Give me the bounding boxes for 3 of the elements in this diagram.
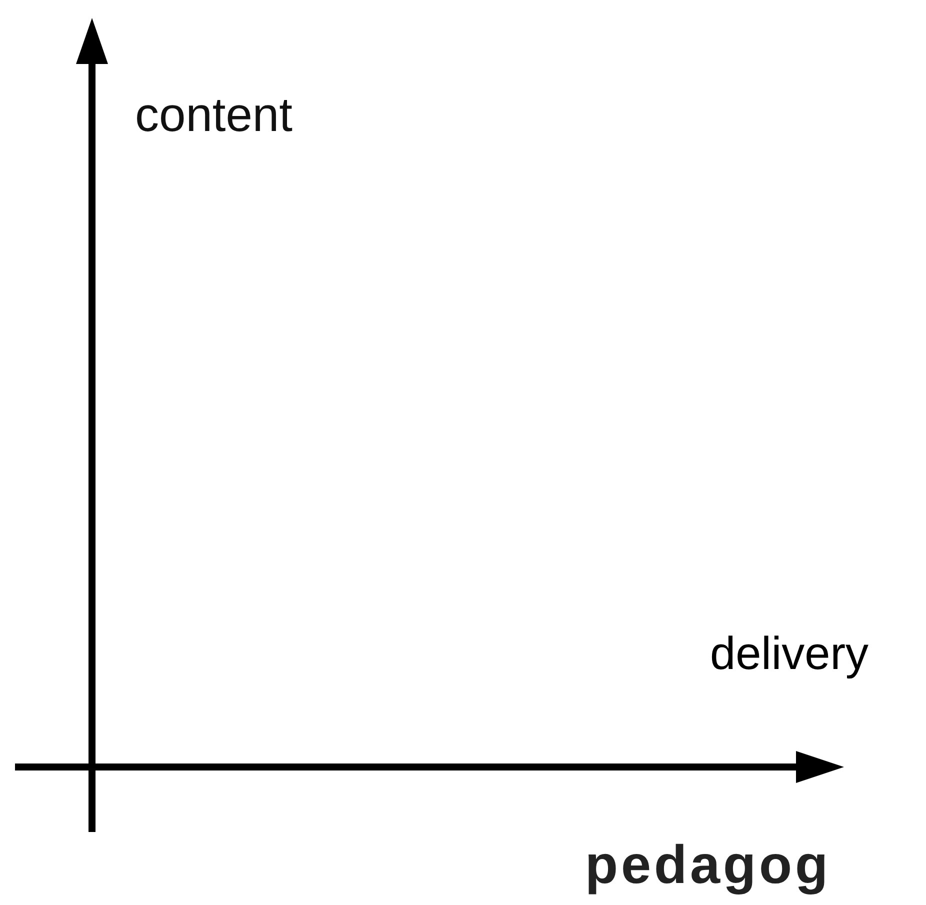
axis-title: pedagog: [585, 838, 831, 892]
axis-label: delivery: [710, 630, 869, 676]
axis-label: content: [135, 92, 292, 140]
